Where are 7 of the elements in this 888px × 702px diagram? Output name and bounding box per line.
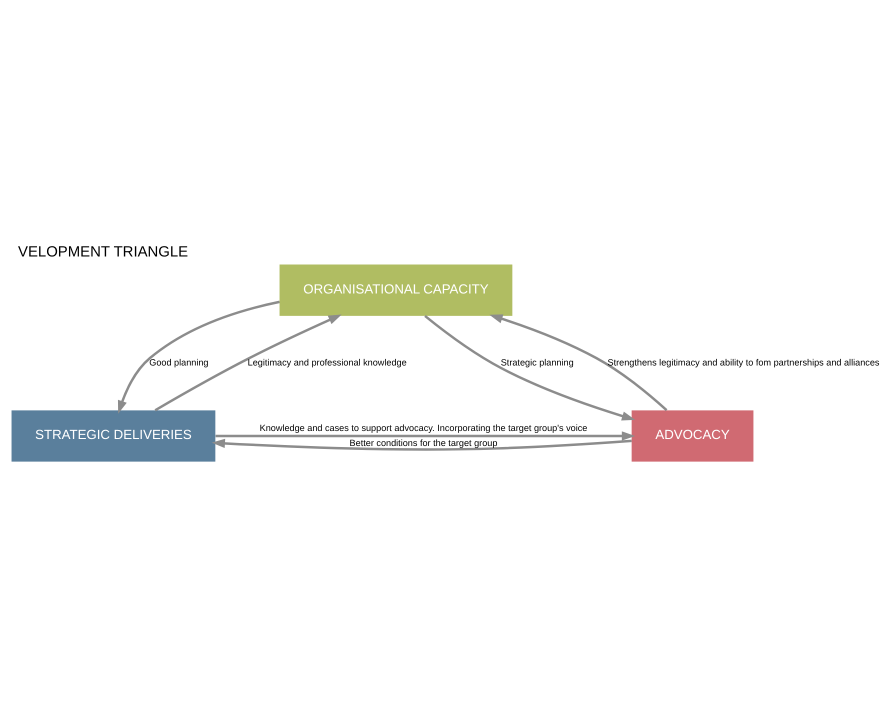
diagram-title: VELOPMENT TRIANGLE: [18, 244, 188, 260]
edge-label: Better conditions for the target group: [350, 437, 498, 448]
edge-label: Strengthens legitimacy and ability to fom partnerships and alliances: [608, 356, 880, 367]
edge-label: Strategic planning: [500, 356, 574, 367]
edge-label: Good planning: [149, 356, 209, 367]
edge-label: Knowledge and cases to support advocacy. Incorporating the target group's voice: [260, 422, 588, 432]
edge-label: Legitimacy and professional knowledge: [248, 356, 407, 367]
